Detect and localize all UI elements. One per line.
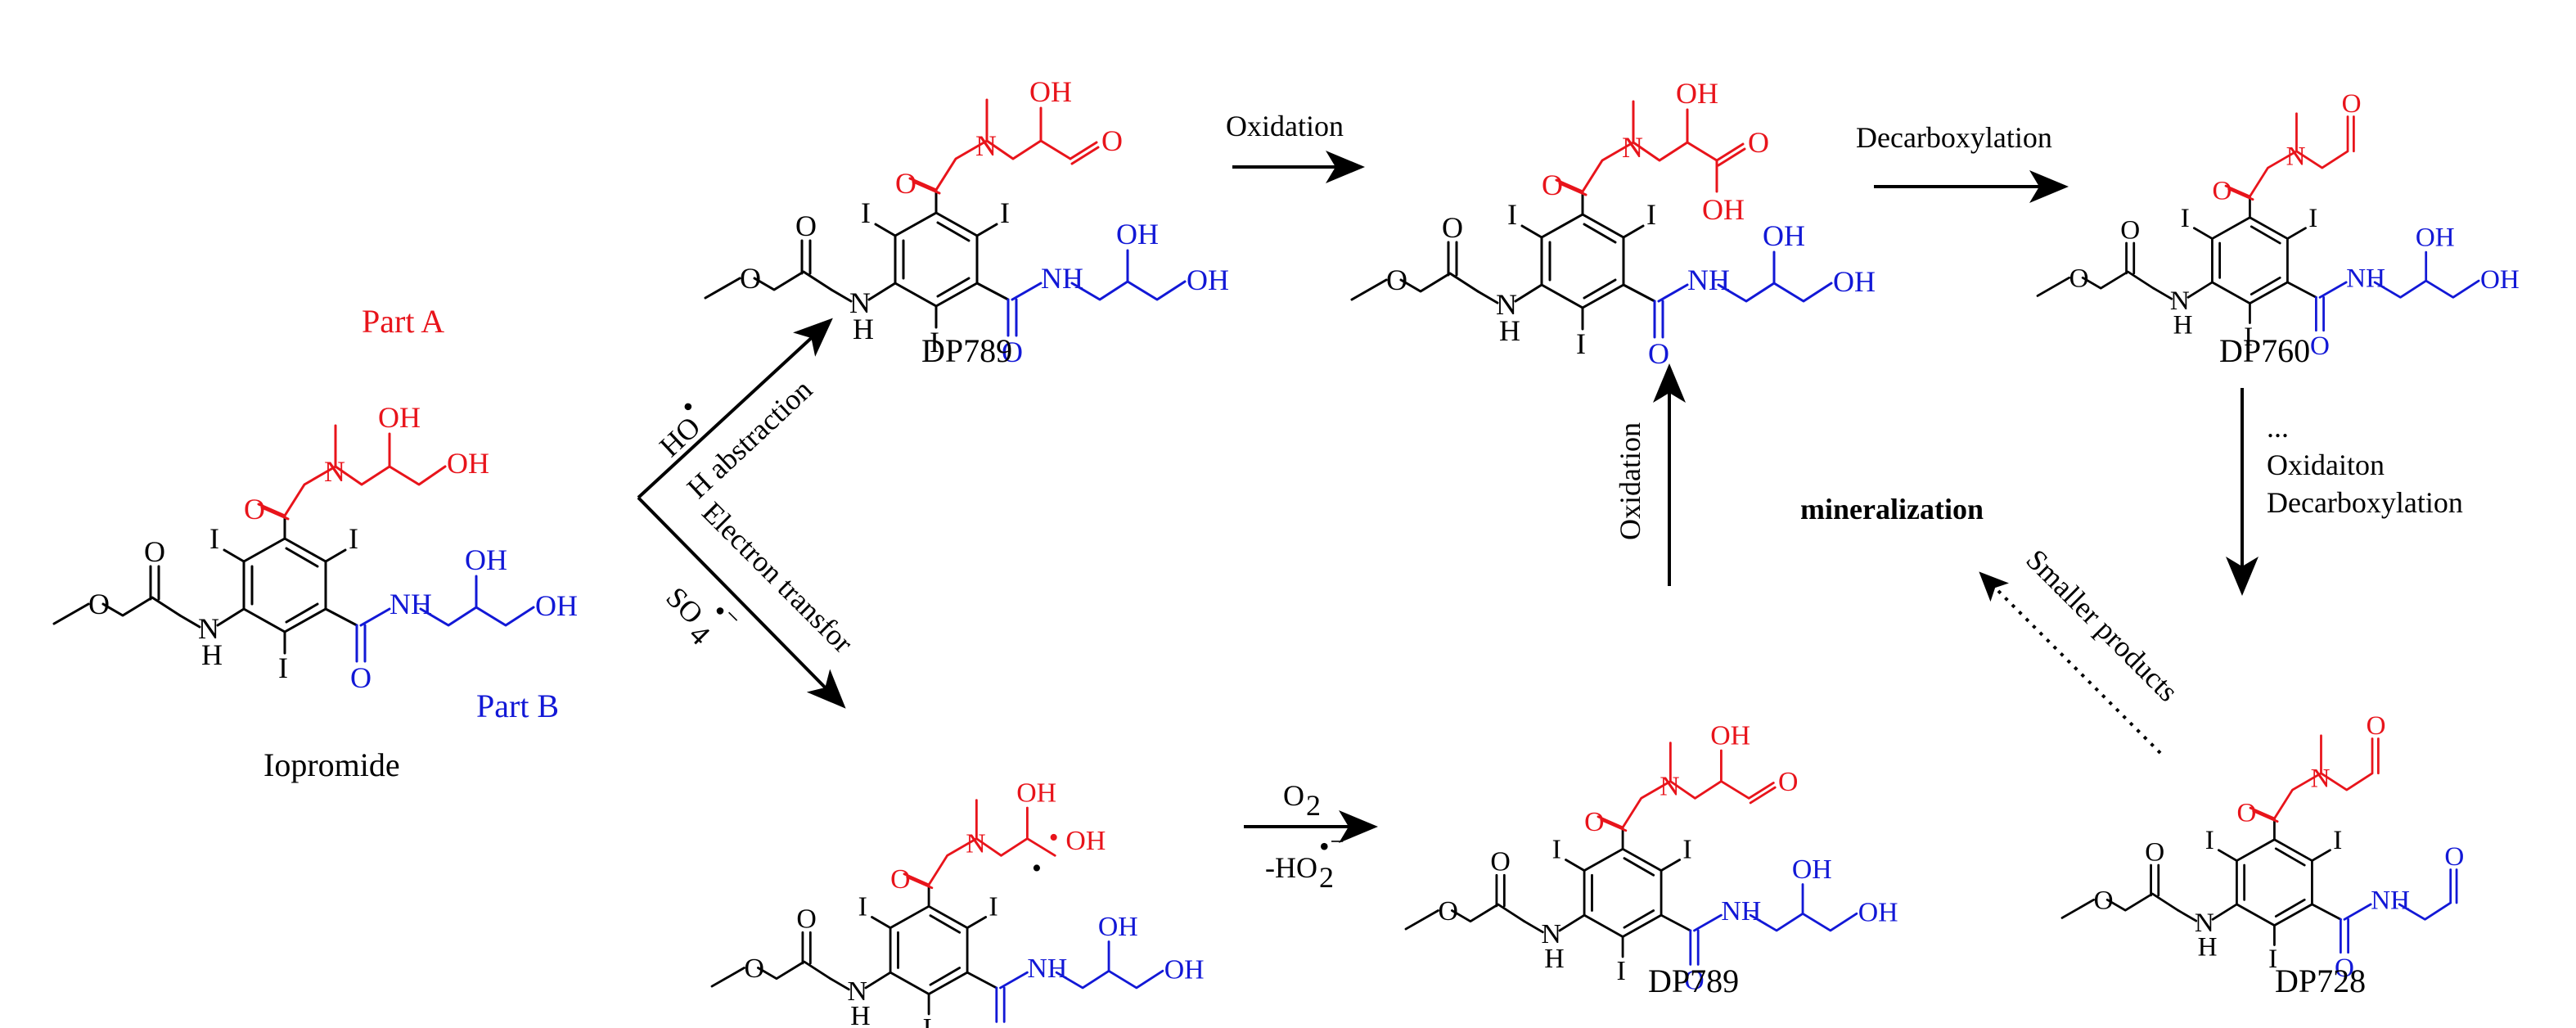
- dp789-bottom-structure: O N OH O O NH OH OH: [1404, 720, 1898, 995]
- iopromide-structure: O N OH OH O NH OH OH: [52, 401, 578, 694]
- nitrogen-label: N: [966, 829, 985, 859]
- oxidation-vertical-label: Oxidation: [1614, 422, 1646, 540]
- o2-label: O: [1283, 779, 1304, 812]
- ho-pathway-arrow: [637, 318, 833, 499]
- hydroxyl-label: OH: [535, 589, 578, 622]
- oxygen-label: O: [1542, 169, 1563, 201]
- hydroxyl-label: OH: [1763, 219, 1805, 252]
- hydroxyl-label: OH: [1833, 265, 1876, 298]
- hydroxyl-label: OH: [1710, 720, 1750, 751]
- hydroxyl-label: OH: [1065, 826, 1106, 856]
- so4-pathway-arrow: [637, 496, 846, 709]
- oxygen-label: O: [244, 493, 265, 525]
- dp789-bottom-label: DP789: [1648, 963, 1739, 999]
- dp760-label: DP760: [2219, 332, 2310, 369]
- nitrogen-label: N: [2286, 141, 2306, 171]
- smaller-products-arrow: [1979, 571, 2162, 755]
- part-b-label: Part B: [476, 688, 559, 724]
- dp728-label: DP728: [2275, 963, 2366, 999]
- nitrogen-label: N: [975, 129, 997, 162]
- electron-transfer-label: Electron transfor: [696, 495, 859, 659]
- aldehyde-oxygen-label: O: [2342, 88, 2362, 119]
- dp760-structure: O N O O NH OH OH: [2036, 88, 2520, 361]
- radical-dot: •: [1049, 823, 1059, 853]
- o2-subscript: 2: [1306, 789, 1321, 822]
- hydroxyl-label: OH: [1187, 264, 1229, 296]
- hydroxyl-label: OH: [1029, 75, 1072, 108]
- decarboxylation-label: Decarboxylation: [1856, 121, 2052, 154]
- dp789-top-label: DP789: [921, 332, 1012, 369]
- nh-label: NH: [1721, 896, 1761, 927]
- nitrogen-label: N: [1660, 772, 1679, 802]
- nh-label: NH: [2371, 885, 2410, 915]
- dp789-top-structure: O N OH O O NH OH OH: [704, 75, 1229, 368]
- radical-dot: •: [1032, 854, 1042, 884]
- part-a-label: Part A: [362, 303, 444, 340]
- ellipsis-label: ...: [2267, 411, 2289, 444]
- nh-label: NH: [1041, 262, 1083, 295]
- hydroxyl-label: OH: [1116, 218, 1159, 250]
- oxidation-top-label: Oxidation: [1226, 110, 1344, 142]
- oxygen-label: O: [2335, 953, 2354, 983]
- carboxylic-acid-structure: O N OH O OH O NH OH OH: [1350, 77, 1876, 370]
- minus-ho2-label: -HO: [1265, 851, 1317, 884]
- oxygen-label: O: [1648, 337, 1669, 370]
- mineralization-label: mineralization: [1800, 493, 1984, 525]
- hydroxyl-label: OH: [1098, 912, 1138, 942]
- hydroxyl-label: OH: [378, 401, 421, 434]
- aldehyde-oxygen-label: O: [1778, 767, 1798, 797]
- hydroxyl-label: OH: [1676, 77, 1718, 110]
- oxygen-label: O: [1684, 965, 1704, 995]
- nh-label: NH: [1687, 264, 1730, 296]
- hydroxyl-label: OH: [1164, 955, 1205, 985]
- nitrogen-label: N: [2311, 763, 2331, 793]
- acid-oxygen-label: O: [1748, 126, 1769, 159]
- acid-hydroxyl-label: OH: [1702, 193, 1745, 226]
- hydroxyl-label: OH: [2480, 264, 2520, 295]
- nh-label: NH: [390, 588, 432, 620]
- radical-intermediate-structure: O N OH • • OH O NH OH OH: [710, 778, 1205, 1028]
- oxidation-decarb-label-1: Oxidaiton: [2267, 449, 2385, 481]
- oxygen-label: O: [2236, 798, 2256, 828]
- aldehyde-oxygen-label: O: [1101, 124, 1123, 157]
- oxygen-label: O: [2212, 176, 2231, 206]
- smaller-products-label: Smaller products: [2020, 543, 2184, 707]
- hydroxyl-label: OH: [447, 447, 489, 480]
- oxygen-label: O: [1584, 807, 1604, 837]
- oxygen-label: O: [890, 864, 910, 895]
- hydroxyl-label: OH: [1792, 854, 1832, 885]
- oxygen-label: O: [2310, 331, 2330, 361]
- hydroxyl-label: OH: [2416, 223, 2455, 253]
- hydroxyl-label: OH: [1016, 778, 1056, 808]
- hydroxyl-label: OH: [465, 543, 507, 576]
- aldehyde-oxygen-label: O: [2444, 841, 2464, 872]
- nh-label: NH: [1027, 954, 1067, 984]
- nitrogen-label: N: [1622, 131, 1643, 164]
- aldehyde-oxygen-label: O: [2367, 710, 2386, 741]
- iopromide-label: Iopromide: [263, 746, 400, 783]
- nitrogen-label: N: [324, 455, 345, 488]
- oxygen-label: O: [895, 167, 916, 200]
- oxidation-decarb-label-2: Decarboxylation: [2267, 486, 2463, 519]
- nh-label: NH: [2346, 263, 2385, 293]
- oxygen-label: O: [350, 661, 372, 694]
- hydroxyl-label: OH: [1858, 898, 1898, 928]
- ho2-subscript: 2: [1319, 861, 1334, 894]
- oxygen-label: O: [990, 1022, 1010, 1028]
- oxygen-label: O: [1002, 336, 1023, 368]
- dp728-structure: O N O O NH O: [2060, 710, 2464, 983]
- radical-dot: •⁻: [1319, 830, 1345, 863]
